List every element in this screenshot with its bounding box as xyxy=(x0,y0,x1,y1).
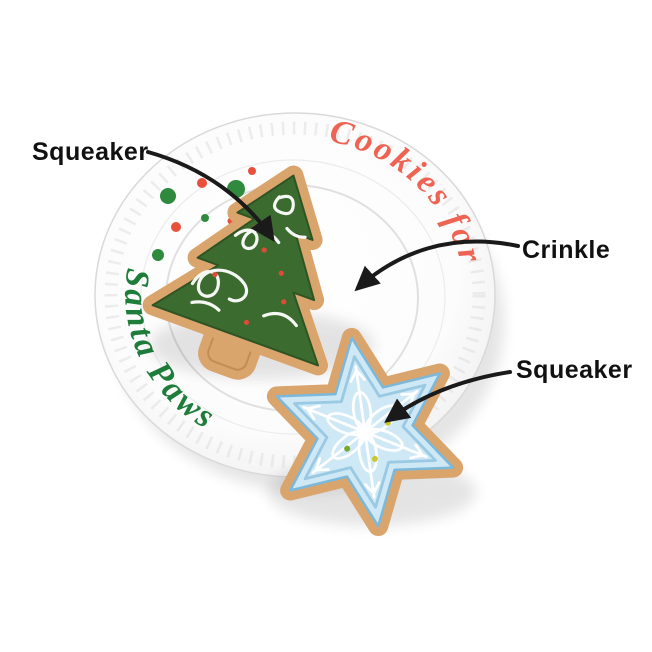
arrow-squeaker-top xyxy=(146,150,275,242)
tree-cookie xyxy=(142,145,376,380)
arrow-squeaker-bottom xyxy=(384,370,512,423)
arrow-crinkle xyxy=(354,239,520,292)
plate-dots xyxy=(152,167,271,261)
label-squeaker-top: Squeaker xyxy=(32,138,149,166)
label-squeaker-bottom: Squeaker xyxy=(516,356,633,384)
label-crinkle: Crinkle xyxy=(522,236,611,264)
